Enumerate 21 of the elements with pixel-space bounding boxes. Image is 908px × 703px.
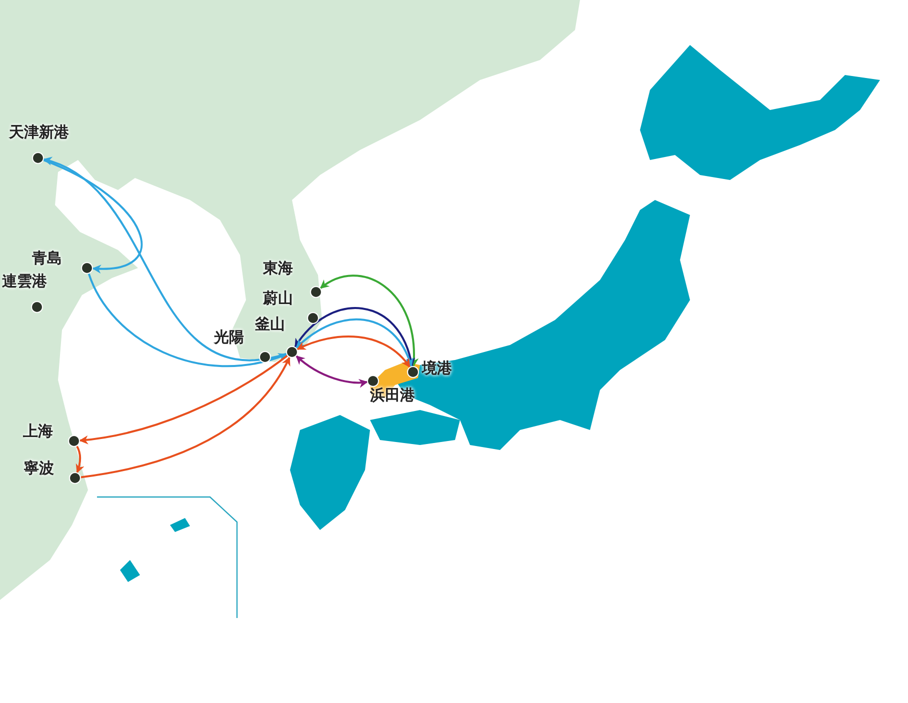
port-name: 境港: [422, 361, 452, 376]
route-arrow: [296, 336, 410, 368]
route-arrow: [88, 273, 288, 368]
route-arrow: [76, 446, 84, 474]
route-arrow: [296, 355, 368, 388]
port-name: 天津新港: [9, 125, 69, 140]
port-name: 東海: [263, 261, 293, 276]
route-arrow: [80, 356, 290, 478]
port-name: 上海: [23, 424, 53, 439]
route-arrow: [43, 159, 142, 273]
route-arrow: [43, 158, 286, 362]
port-name: 蔚山: [263, 291, 293, 306]
route-arrow: [79, 354, 288, 444]
route-arrow: [320, 274, 418, 367]
port-name: 寧波: [24, 461, 54, 476]
route-arrow: [296, 318, 413, 368]
route-arrow: [294, 307, 414, 367]
port-name: 光陽: [214, 330, 244, 345]
port-name: 青島: [32, 251, 62, 266]
port-name: 釜山: [255, 317, 285, 332]
port-name: 連雲港: [2, 274, 47, 289]
